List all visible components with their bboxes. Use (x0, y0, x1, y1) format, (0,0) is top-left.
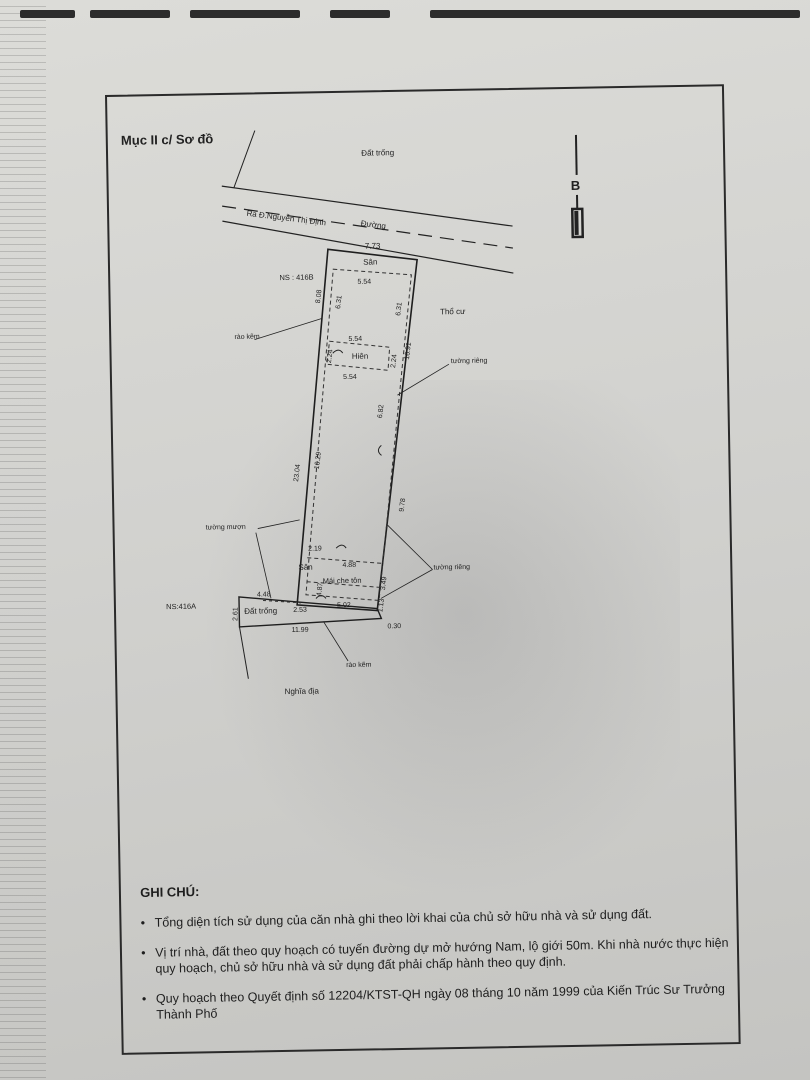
label-yard-bottom: Sân (298, 563, 312, 572)
top-binding-marks (0, 0, 810, 22)
empty-land-strip (238, 596, 383, 628)
label-private-wall-top: tường riêng (451, 358, 488, 366)
dim-side: 2.61 (232, 607, 239, 621)
binding-edge (0, 0, 46, 1080)
dim-porch-bottom: 5.54 (343, 374, 357, 381)
dim-empty-left: 4.48 (257, 591, 271, 598)
label-borrowed-wall: tường mượn (206, 524, 246, 532)
dim-yard-width: 5.54 (357, 279, 371, 286)
dim-yard-bottom-left: 2.19 (308, 545, 322, 552)
dim-front: 7.73 (365, 241, 381, 250)
dim-right-lower: 9.78 (399, 498, 408, 512)
label-roof: Mái che tôn (323, 576, 362, 586)
dim-bottom-total: 11.99 (292, 627, 309, 634)
dim-left-total: 23.04 (293, 464, 302, 482)
dim-bottom-inner: 5.02 (337, 602, 351, 609)
note-item: Quy hoạch theo Quyết định số 12204/KTST-… (142, 981, 742, 1023)
lot-outline (296, 248, 418, 612)
dim-left-top: 8.08 (315, 289, 324, 303)
dim-porch-top: 5.54 (348, 336, 362, 343)
north-label: B (571, 178, 581, 193)
dim-right-total: 16.91 (404, 342, 413, 360)
dim-empty: 2.53 (293, 607, 307, 614)
dim-yard-bottom: 4.88 (342, 562, 356, 569)
label-road-word: Đường (360, 219, 386, 231)
label-empty-land-bottom: Đất trống (244, 606, 277, 616)
dim-inner-right-top: 6.31 (395, 302, 404, 316)
page-title: Mục II c/ Sơ đồ (121, 131, 214, 148)
dim-inner-left-mid: 16.29 (314, 451, 323, 469)
label-road: Ra Đ.Nguyễn Thị Định (246, 209, 326, 228)
label-private-wall-bottom: tường riêng (433, 564, 470, 572)
dim-inner-left-top: 6.31 (335, 295, 344, 309)
label-ns-top: NS : 416B (279, 273, 313, 283)
dim-lower-left: 4.87 (316, 582, 325, 596)
label-empty-land-top: Đất trống (361, 148, 394, 158)
label-fence-left: rào kẽm (234, 334, 260, 341)
label-residential: Thổ cư (440, 307, 466, 316)
label-fence-bottom: rào kẽm (346, 662, 372, 669)
note-item: Vị trí nhà, đất theo quy hoạch có tuyến … (141, 935, 741, 977)
label-ns-bottom: NS:416A (166, 602, 196, 612)
dim-right-mid: 6.82 (377, 404, 386, 418)
house-outline (305, 268, 412, 601)
camera-shadow (200, 380, 680, 900)
label-porch: Hiên (352, 352, 369, 361)
dim-porch-right: 2.24 (390, 354, 399, 368)
notes-section: GHI CHÚ: Tổng diện tích sử dụng của căn … (140, 875, 743, 1037)
dim-lower-right: 3.49 (380, 576, 389, 590)
dim-corner: 0.30 (387, 623, 401, 630)
dim-right-small: 1.13 (377, 598, 386, 612)
note-item: Tổng diện tích sử dụng của căn nhà ghi t… (141, 905, 741, 931)
label-cemetery: Nghĩa địa (285, 687, 320, 697)
north-arrow-icon (570, 134, 585, 239)
label-yard-top: Sân (363, 257, 377, 266)
dim-porch-left: 2.24 (326, 349, 335, 363)
